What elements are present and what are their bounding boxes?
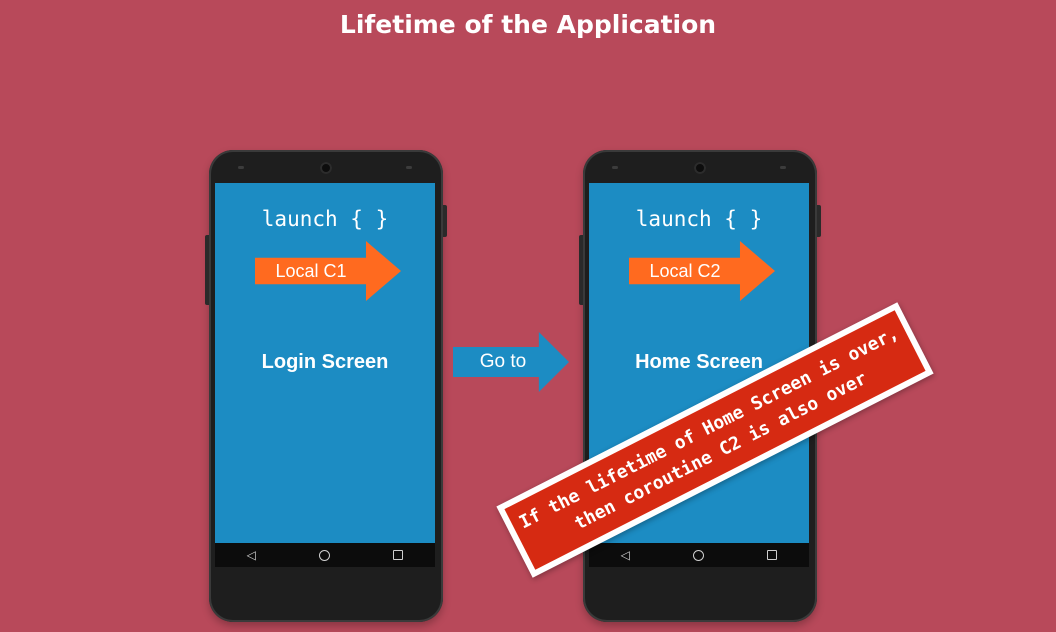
launch-code: launch { } <box>261 207 389 231</box>
home-icon <box>693 549 705 561</box>
goto-label: Go to <box>479 351 527 372</box>
sensor-dot <box>780 166 786 169</box>
phone-login: launch { } Local C1 Login Screen ◁ <box>205 150 447 622</box>
volume-button <box>579 235 583 305</box>
recent-apps-icon <box>393 550 404 560</box>
android-navbar: ◁ <box>589 543 809 567</box>
screen-title: Home Screen <box>635 351 763 373</box>
coroutine-label: Local C2 <box>649 261 721 281</box>
launch-code: launch { } <box>635 207 763 231</box>
power-button <box>443 205 447 237</box>
recent-apps-icon <box>767 550 778 560</box>
coroutine-label: Local C1 <box>275 261 347 281</box>
phone-screen: launch { } Local C1 Login Screen <box>215 183 435 543</box>
back-icon: ◁ <box>246 548 256 562</box>
sensor-dot <box>612 166 618 169</box>
power-button <box>817 205 821 237</box>
camera-icon <box>320 162 332 174</box>
screen-title: Login Screen <box>261 351 389 373</box>
camera-icon <box>694 162 706 174</box>
back-icon: ◁ <box>620 548 630 562</box>
diagram-title: Lifetime of the Application <box>339 10 717 39</box>
volume-button <box>205 235 209 305</box>
android-navbar: ◁ <box>215 543 435 567</box>
sensor-dot <box>406 166 412 169</box>
sensor-dot <box>238 166 244 169</box>
home-icon <box>319 549 331 561</box>
